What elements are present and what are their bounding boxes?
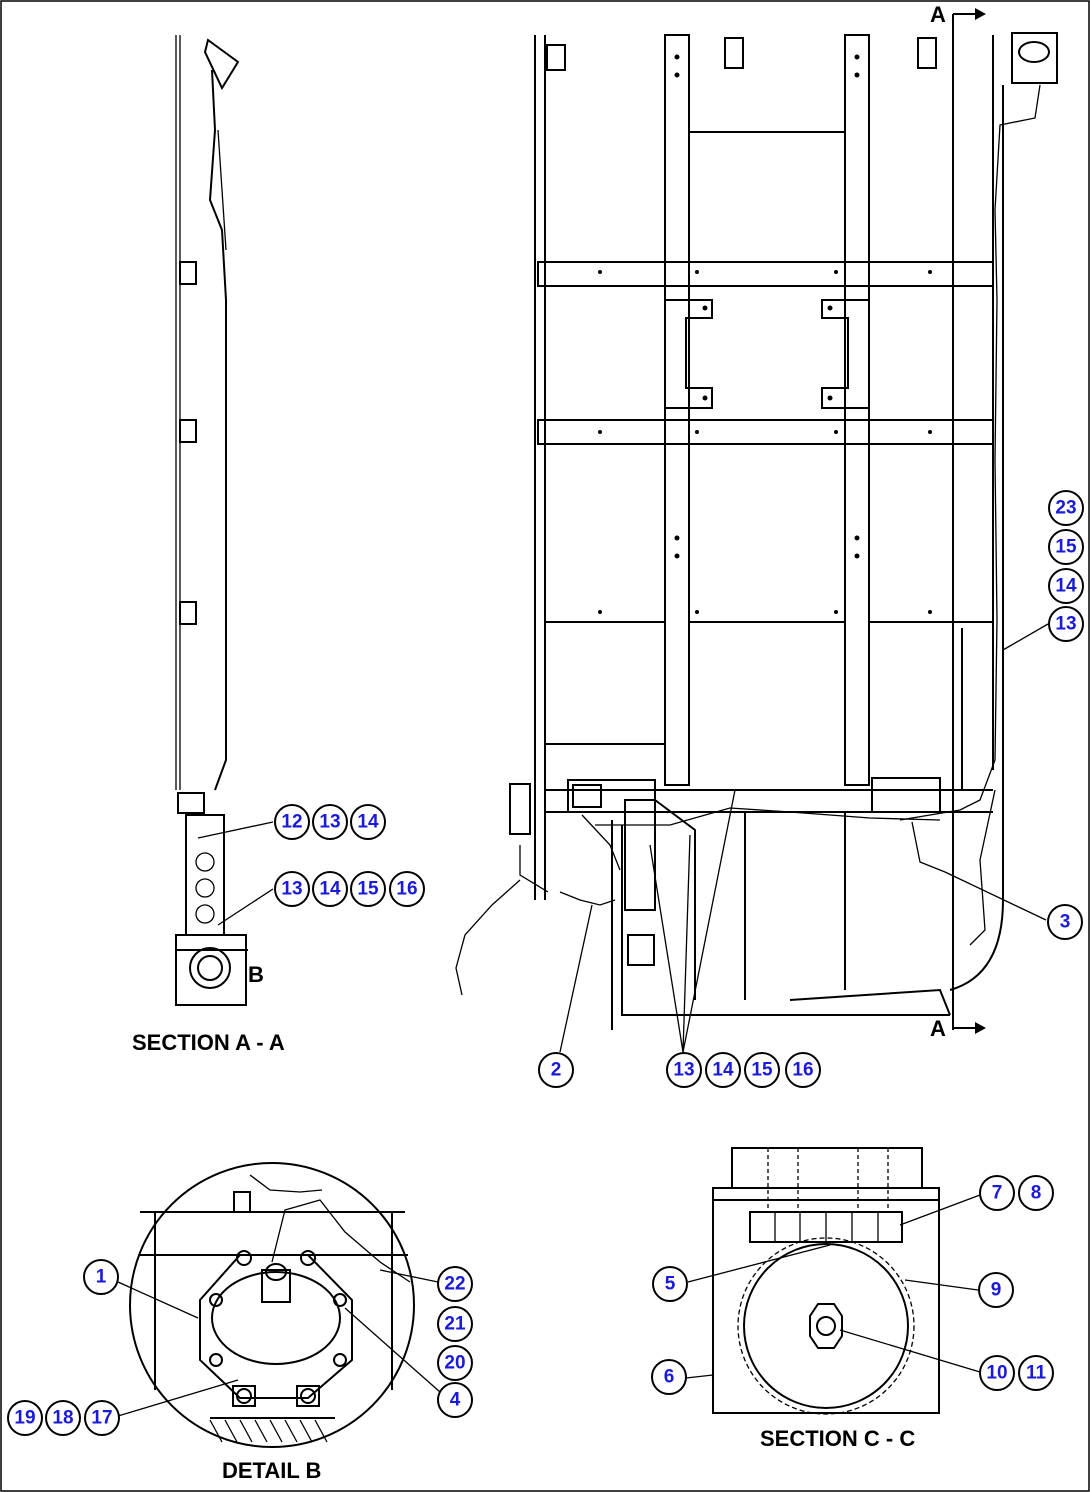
leader-c5: [687, 1244, 831, 1283]
balloon-14: 14: [1048, 568, 1084, 604]
leader-12: [197, 821, 274, 839]
leader-r13: [1002, 623, 1049, 651]
cut-a-top-label: A: [930, 2, 946, 27]
svg-text:23: 23: [1055, 498, 1076, 519]
svg-text:10: 10: [986, 1363, 1007, 1384]
svg-text:17: 17: [91, 1408, 112, 1429]
leader-c7: [899, 1194, 981, 1226]
svg-text:5: 5: [665, 1274, 676, 1295]
leader-c10: [839, 1329, 981, 1373]
svg-text:7: 7: [992, 1183, 1003, 1204]
svg-text:13: 13: [281, 879, 302, 900]
main-view-drawing: [455, 8, 1058, 1034]
svg-text:14: 14: [712, 1060, 734, 1081]
balloon-13: 13: [666, 1052, 702, 1088]
balloon-18: 18: [45, 1400, 81, 1436]
svg-text:16: 16: [396, 879, 417, 900]
balloon-8: 8: [1018, 1175, 1054, 1211]
balloon-12: 12: [274, 804, 310, 840]
leader-d17: [117, 1379, 239, 1417]
balloon-9: 9: [978, 1272, 1014, 1308]
balloon-15: 15: [1048, 529, 1084, 565]
view-b-label: B: [248, 962, 264, 987]
balloon-14: 14: [350, 804, 386, 840]
balloon-22: 22: [437, 1266, 473, 1302]
svg-text:12: 12: [281, 812, 302, 833]
leader-b13-1: [649, 844, 684, 1053]
leader-b13-3: [682, 789, 736, 1053]
section-aa-title: SECTION A - A: [132, 1030, 285, 1055]
leader-d4: [344, 1307, 441, 1393]
balloon-20: 20: [437, 1345, 473, 1381]
cut-a-bottom-label: A: [930, 1016, 946, 1041]
svg-text:2: 2: [551, 1060, 562, 1081]
svg-text:19: 19: [14, 1408, 35, 1429]
section-aa-drawing: [175, 35, 248, 1006]
balloon-14: 14: [705, 1052, 741, 1088]
leader-r2: [559, 904, 593, 1053]
balloon-2: 2: [538, 1052, 574, 1088]
balloon-13: 13: [274, 871, 310, 907]
balloon-19: 19: [7, 1400, 43, 1436]
balloon-10: 10: [979, 1355, 1015, 1391]
svg-text:18: 18: [52, 1408, 73, 1429]
leader-13b: [217, 888, 274, 926]
balloon-16: 16: [389, 871, 425, 907]
leader-d1: [117, 1281, 199, 1319]
leader-c9: [904, 1279, 979, 1291]
svg-text:13: 13: [319, 812, 340, 833]
svg-text:9: 9: [991, 1280, 1002, 1301]
svg-text:14: 14: [1055, 576, 1077, 597]
svg-text:14: 14: [319, 879, 341, 900]
svg-text:13: 13: [673, 1060, 694, 1081]
svg-text:14: 14: [357, 812, 379, 833]
svg-text:15: 15: [751, 1060, 773, 1081]
leader-b13-2: [682, 834, 691, 1053]
detail-b-drawing: [129, 1162, 415, 1448]
svg-text:3: 3: [1060, 912, 1071, 933]
detail-b-title: DETAIL B: [222, 1458, 321, 1483]
balloon-13: 13: [312, 804, 348, 840]
svg-text:16: 16: [792, 1060, 813, 1081]
svg-text:22: 22: [444, 1274, 465, 1295]
leader-d22: [379, 1269, 439, 1283]
balloon-13: 13: [1048, 606, 1084, 642]
balloon-21: 21: [437, 1306, 473, 1342]
balloon-6: 6: [651, 1359, 687, 1395]
svg-text:21: 21: [444, 1314, 466, 1335]
svg-text:4: 4: [450, 1390, 461, 1411]
svg-text:20: 20: [444, 1353, 465, 1374]
balloon-16: 16: [785, 1052, 821, 1088]
balloon-3: 3: [1047, 904, 1083, 940]
balloon-17: 17: [84, 1400, 120, 1436]
balloon-23: 23: [1048, 490, 1084, 526]
balloon-7: 7: [979, 1175, 1015, 1211]
leader-c6: [685, 1374, 714, 1379]
balloon-14: 14: [312, 871, 348, 907]
balloon-11: 11: [1018, 1355, 1054, 1391]
section-cc-title: SECTION C - C: [760, 1426, 915, 1451]
balloon-4: 4: [437, 1382, 473, 1418]
svg-text:8: 8: [1031, 1183, 1042, 1204]
svg-text:15: 15: [357, 879, 379, 900]
balloon-1: 1: [83, 1259, 119, 1295]
balloon-5: 5: [652, 1266, 688, 1302]
svg-text:1: 1: [96, 1267, 107, 1288]
item-balloons: 12 13 14 13 14 15 16 23 15 14 13 3 2 13 …: [7, 490, 1084, 1436]
svg-text:6: 6: [664, 1367, 675, 1388]
svg-text:15: 15: [1055, 537, 1077, 558]
section-cc-drawing: [712, 1147, 940, 1415]
svg-text:13: 13: [1055, 614, 1076, 635]
balloon-15: 15: [744, 1052, 780, 1088]
svg-text:11: 11: [1026, 1363, 1047, 1384]
leader-r3: [944, 871, 1047, 921]
balloon-15: 15: [350, 871, 386, 907]
